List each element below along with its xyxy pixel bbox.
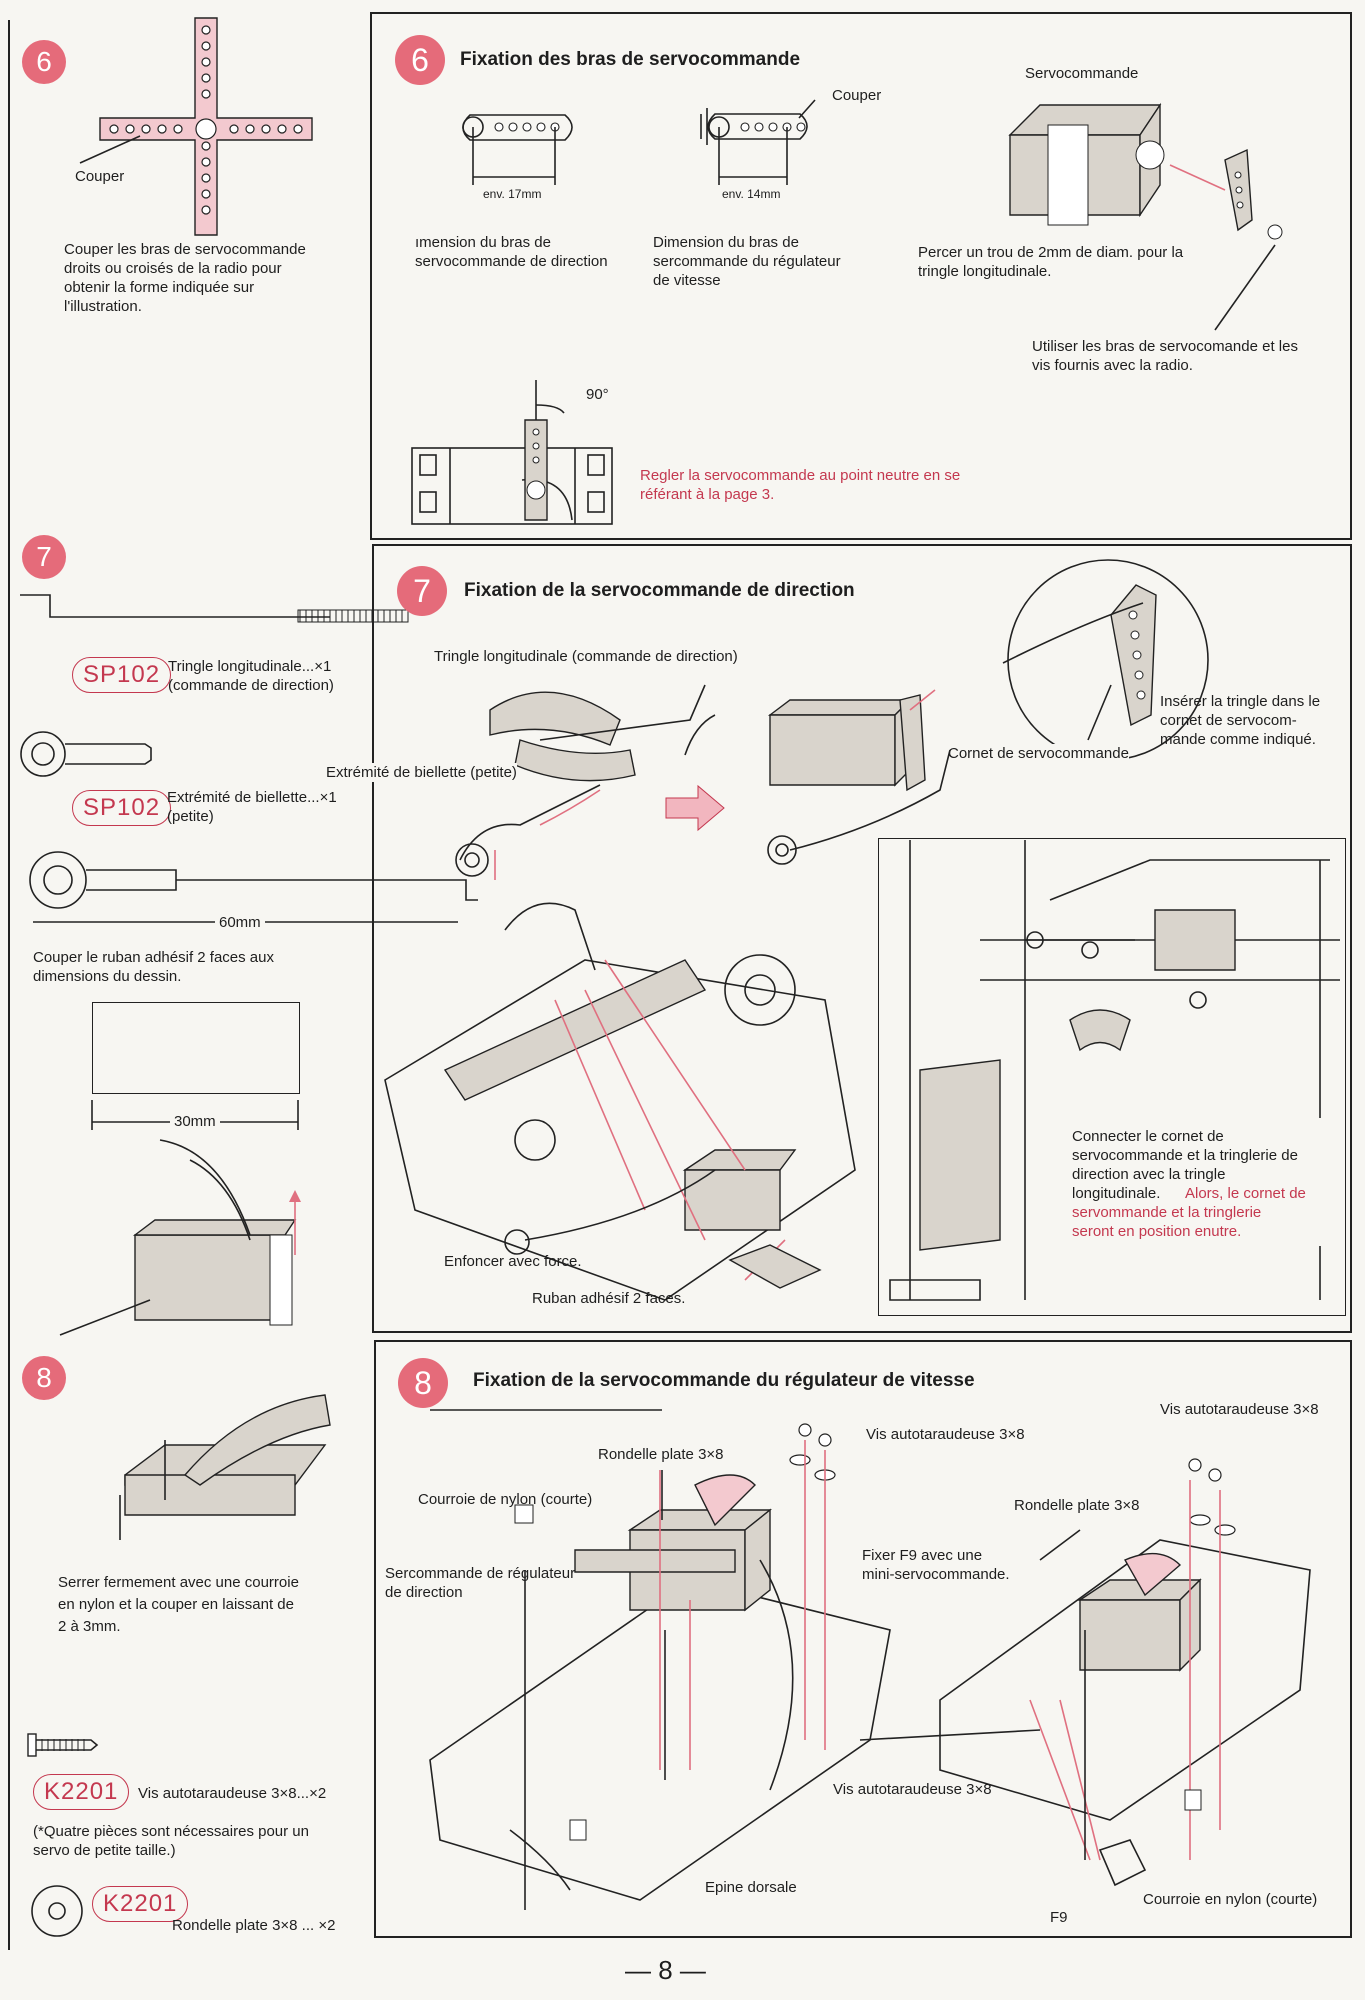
washer-part-description: Rondelle plate 3×8 ... ×2: [172, 1917, 336, 1934]
step-8-panel: [374, 1340, 1352, 1938]
rod-part-description: Tringle longitudinale...×1 (commande de …: [168, 658, 334, 694]
angle-90-label: 90°: [586, 386, 609, 403]
rod-end-small-label: Extrémité de biellette (petite): [326, 763, 517, 782]
cross-servo-arm-illustration: [79, 17, 313, 236]
left-step-8-badge: 8: [22, 1356, 66, 1400]
left-couper-label: Couper: [75, 168, 125, 185]
cutting-nylon-strap-illustration: [119, 1394, 331, 1540]
dimension-17mm-label: env. 17mm: [483, 187, 542, 201]
washer-label-right: Rondelle plate 3×8: [1014, 1497, 1140, 1514]
push-firmly-label: Enfoncer avec force.: [444, 1253, 582, 1270]
left-step-8-description: Serrer fermement avec une courroie en ny…: [58, 1574, 299, 1635]
left-step-6-description: Couper les bras de servocommande droits …: [64, 241, 306, 315]
direction-arrow-icon: [665, 784, 725, 832]
f9-servo-chassis-illustration: [859, 1458, 1311, 1887]
insert-rod-caption: Insérer la tringle dans le cornet de ser…: [1160, 693, 1321, 748]
servo-horn-label: Cornet de servocommande: [948, 744, 1129, 763]
screw-label-right: Vis autotaraudeuse 3×8: [1160, 1401, 1319, 1418]
speed-arm-14mm-illustration: [700, 99, 816, 185]
nylon-strap-label-left: Courroie de nylon (courte): [418, 1491, 593, 1508]
left-step-6-badge: 6: [22, 40, 66, 84]
step-7-title: Fixation de la servocommande de directio…: [464, 580, 855, 601]
plier-bending-rod-illustration: [489, 684, 716, 782]
nylon-strap-label-right: Courroie en nylon (courte): [1143, 1891, 1318, 1908]
throttle-servo-chassis-illustration: [429, 1409, 891, 1910]
screw-part-description: Vis autotaraudeuse 3×8...×2: [138, 1785, 327, 1802]
speed-arm-dimension-caption: Dimension du bras de sercommande du régu…: [653, 234, 841, 289]
rod-end-part-description: Extrémité de biellette...×1 (petite): [167, 789, 337, 825]
chassis-steering-illustration: [384, 850, 856, 1301]
step-8-badge: 8: [398, 1358, 448, 1408]
washer-label-center: Rondelle plate 3×8: [598, 1446, 724, 1463]
step-6-title: Fixation des bras de servocommande: [460, 49, 801, 70]
step-6-badge: 6: [395, 35, 445, 85]
dimension-60mm-label: 60mm: [215, 913, 265, 932]
self-tapping-screw-icon: [27, 1733, 99, 1757]
double-sided-tape-rectangle: [92, 1002, 300, 1094]
connect-caption-pink: Alors, le cornet de servommande et la tr…: [1072, 1185, 1306, 1240]
screw-label-center: Vis autotaraudeuse 3×8: [866, 1426, 1025, 1443]
part-code-sp102-rod: SP102: [72, 657, 172, 693]
rod-end-small-illustration: [20, 731, 152, 777]
page-number: — 8 —: [625, 1955, 706, 1985]
small-servo-note: (*Quatre pièces sont nécessaires pour un…: [33, 1823, 309, 1859]
tape-cut-description: Couper le ruban adhésif 2 faces aux dime…: [33, 949, 274, 985]
steering-linkage-detail-illustration: [889, 840, 1340, 1301]
use-supplied-parts-caption: Utiliser les bras de servocomande et les…: [1032, 338, 1298, 374]
steering-arm-17mm-illustration: [462, 114, 573, 185]
servo-tape-hand-illustration: [59, 1139, 301, 1336]
step-6-servo-label: Servocommande: [1025, 65, 1139, 82]
step-7-panel: [372, 544, 1352, 1333]
screw-label-bottom: Vis autotaraudeuse 3×8: [833, 1781, 992, 1798]
part-code-k2201-washer: K2201: [92, 1886, 189, 1922]
servo-rod-assembly-illustration: [767, 689, 951, 865]
backbone-label: Epine dorsale: [705, 1879, 797, 1896]
steering-detail-inset: [878, 838, 1346, 1316]
fix-f9-caption: Fixer F9 avec une mini-servocommande.: [862, 1547, 1010, 1583]
double-sided-tape-label: Ruban adhésif 2 faces.: [532, 1290, 686, 1307]
neutral-position-note: Regler la servocommande au point neutre …: [640, 467, 961, 503]
step-6-couper-label: Couper: [832, 87, 882, 104]
throttle-servo-label: Sercommande de régulateur de direction: [385, 1565, 576, 1601]
servo-neutral-position-illustration: [411, 380, 613, 525]
part-code-sp102-end: SP102: [72, 790, 172, 826]
left-border-line: [8, 20, 10, 1950]
step-7-badge: 7: [397, 566, 447, 616]
connect-caption-background: [1065, 1118, 1341, 1246]
rod-end-attach-illustration: [455, 784, 601, 877]
dimension-30mm-label: 30mm: [170, 1112, 220, 1131]
servo-with-arm-illustration: [1008, 102, 1283, 240]
dimension-14mm-label: env. 14mm: [722, 187, 781, 201]
part-code-k2201-screw: K2201: [33, 1774, 130, 1810]
f9-label: F9: [1050, 1909, 1068, 1926]
tringle-label: Tringle longitudinale (commande de direc…: [434, 648, 738, 665]
step-8-title: Fixation de la servocommande du régulate…: [473, 1370, 975, 1391]
step-6-panel: [370, 12, 1352, 540]
use-supplied-parts-leader-line: [1214, 244, 1276, 331]
flat-washer-icon: [31, 1885, 83, 1937]
longitudinal-rod-illustration: [20, 594, 409, 623]
connect-caption-black: Connecter le cornet de servocommande et …: [1072, 1128, 1298, 1202]
assembled-rod-illustration: [29, 851, 478, 923]
steering-arm-dimension-caption: ımension du bras de servocommande de dir…: [415, 234, 608, 270]
left-step-7-badge: 7: [22, 535, 66, 579]
drill-hole-caption: Percer un trou de 2mm de diam. pour la t…: [918, 244, 1184, 280]
